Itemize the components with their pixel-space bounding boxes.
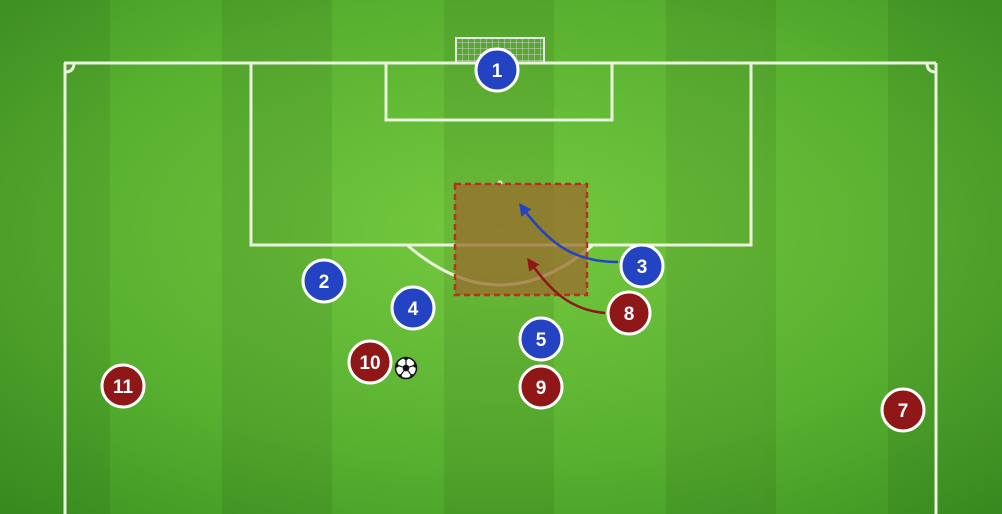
player-number: 3 — [637, 257, 648, 278]
player-red-7[interactable]: 7 — [880, 387, 926, 433]
corner-arc-left — [64, 62, 76, 74]
player-number: 8 — [624, 304, 635, 325]
player-blue-2[interactable]: 2 — [301, 258, 347, 304]
player-blue-3[interactable]: 3 — [619, 243, 665, 289]
player-red-11[interactable]: 11 — [100, 363, 146, 409]
player-blue-4[interactable]: 4 — [390, 285, 436, 331]
player-number: 2 — [319, 272, 330, 293]
player-red-8[interactable]: 8 — [606, 290, 652, 336]
player-red-10[interactable]: 10 — [347, 339, 393, 385]
soccer-ball-icon[interactable] — [394, 356, 418, 380]
player-number: 10 — [359, 353, 380, 374]
run-arrow-player-3 — [519, 202, 619, 264]
player-blue-1[interactable]: 1 — [474, 47, 520, 93]
target-zone — [453, 182, 589, 297]
player-number: 4 — [408, 299, 419, 320]
player-red-9[interactable]: 9 — [518, 364, 564, 410]
run-arrow-player-8 — [527, 257, 606, 315]
player-number: 1 — [492, 61, 503, 82]
player-number: 7 — [898, 401, 909, 422]
corner-arc-right — [925, 62, 937, 74]
player-blue-5[interactable]: 5 — [518, 316, 564, 362]
player-number: 11 — [113, 377, 134, 398]
player-number: 5 — [536, 330, 547, 351]
player-number: 9 — [536, 378, 547, 399]
